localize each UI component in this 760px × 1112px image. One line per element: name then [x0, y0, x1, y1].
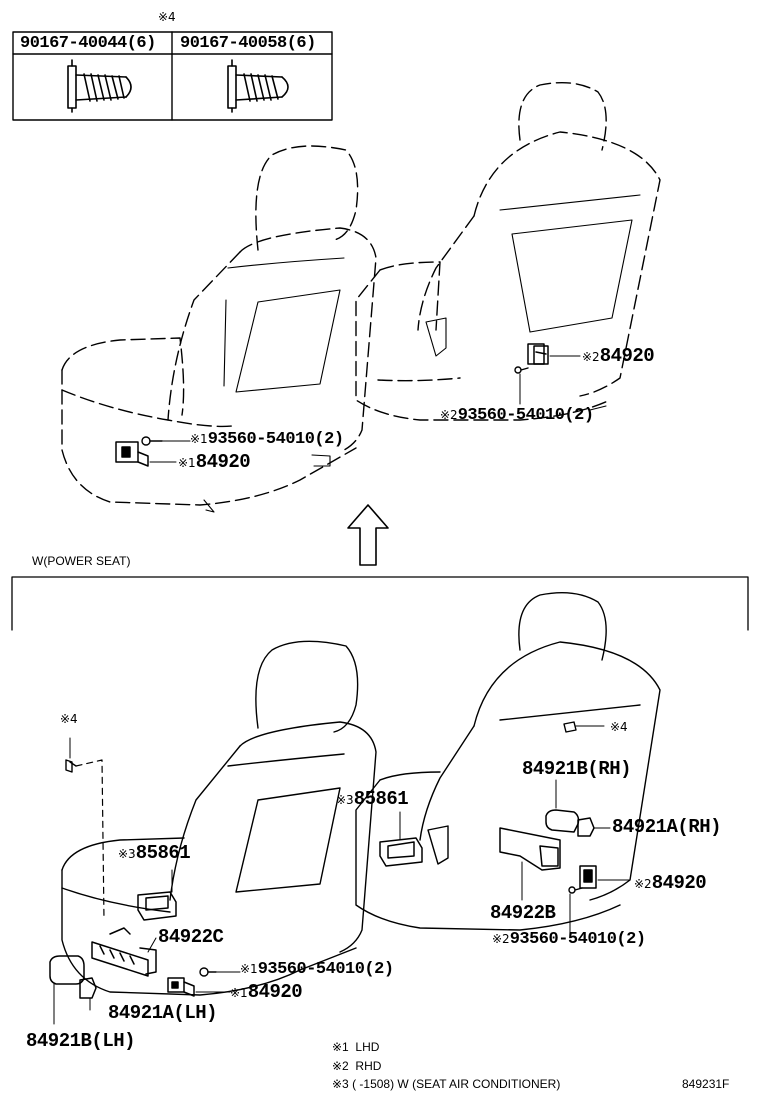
bottom-label-84922b: 84922B — [490, 902, 556, 924]
bottom-label-84921b-lh: 84921B(LH) — [26, 1030, 136, 1052]
marker: ※1 — [230, 986, 248, 1000]
fastener-header-2: 90167-40058(6) — [180, 34, 316, 53]
screw-90167-40044-icon — [67, 59, 132, 113]
part-number: 93560-54010(2) — [509, 930, 646, 949]
bottom-label-84922c: 84922C — [158, 926, 224, 948]
marker: ※2 — [440, 408, 458, 422]
bottom-screw-rh-icon — [568, 886, 583, 937]
legend-item-1: ※1 LHD — [332, 1040, 379, 1054]
legend-text: ( -1508) W (SEAT AIR CONDITIONER) — [352, 1077, 561, 1091]
bottom-label-84920-lh: ※184920 — [230, 981, 303, 1003]
part-number: 85861 — [135, 842, 191, 864]
legend-marker: ※2 — [332, 1059, 349, 1073]
top-screw-rh-icon — [514, 366, 529, 374]
top-seat-left-outline — [61, 145, 377, 506]
bottom-label-85861-left: ※385861 — [118, 842, 191, 864]
bottom-knob-84921a-rh-icon — [577, 817, 611, 837]
part-number: 85861 — [353, 788, 409, 810]
figure-id: 849231F — [682, 1077, 730, 1091]
bottom-bracket-84922b-icon — [499, 827, 561, 901]
fastener-table-marker: ※4 — [158, 10, 176, 24]
marker: ※1 — [178, 456, 196, 470]
bottom-switch-84920-rh-icon — [579, 865, 631, 889]
top-screw-lh-icon — [141, 436, 163, 446]
bottom-screw-right-icon — [563, 721, 605, 733]
bottom-label-screw-left: ※4 — [60, 712, 78, 726]
part-number: 84920 — [247, 981, 303, 1003]
bottom-bracket-84922c-icon — [91, 927, 157, 977]
part-number: 84920 — [599, 345, 655, 367]
bottom-label-93560-rh: ※293560-54010(2) — [492, 930, 646, 949]
marker: ※3 — [118, 847, 136, 861]
part-number: 93560-54010(2) — [457, 406, 594, 425]
marker: ※2 — [582, 350, 600, 364]
legend-text: RHD — [355, 1059, 382, 1073]
legend-text: LHD — [355, 1040, 380, 1054]
marker: ※1 — [190, 432, 208, 446]
bottom-label-screw-right: ※4 — [610, 720, 628, 734]
legend-marker: ※3 — [332, 1077, 349, 1091]
section-title: W(POWER SEAT) — [32, 554, 131, 568]
bottom-blower-85861-left-icon — [137, 869, 177, 921]
bottom-seat-right-outline — [355, 592, 661, 931]
bottom-knob-84921a-lh-icon — [79, 977, 97, 1011]
screw-90167-40058-icon — [227, 59, 289, 113]
bottom-label-85861-right: ※385861 — [336, 788, 409, 810]
power-seat-section-frame — [11, 576, 749, 631]
bottom-label-84921a-rh: 84921A(RH) — [612, 816, 722, 838]
marker: ※2 — [492, 932, 510, 946]
bottom-label-84921a-lh: 84921A(LH) — [108, 1002, 218, 1024]
marker: ※2 — [634, 877, 652, 891]
up-arrow-icon — [347, 504, 389, 566]
bottom-label-84920-rh: ※284920 — [634, 872, 707, 894]
top-switch-84920-lh-icon — [115, 441, 149, 467]
part-number: 93560-54010(2) — [207, 430, 344, 449]
marker: ※3 — [336, 793, 354, 807]
part-number: 93560-54010(2) — [257, 960, 394, 979]
legend-marker: ※1 — [332, 1040, 349, 1054]
bottom-knob-84921b-rh-icon — [545, 779, 580, 833]
top-seat-right-outline — [355, 82, 661, 421]
legend-item-2: ※2 RHD — [332, 1059, 381, 1073]
top-label-93560-rh: ※293560-54010(2) — [440, 406, 594, 425]
bottom-label-84921b-rh: 84921B(RH) — [522, 758, 632, 780]
top-label-84920-rh: ※284920 — [582, 345, 655, 367]
bottom-switch-84920-lh-icon — [167, 977, 195, 997]
fastener-header-1: 90167-40044(6) — [20, 34, 156, 53]
bottom-screw-lh-icon — [199, 967, 217, 977]
legend-item-3: ※3 ( -1508) W (SEAT AIR CONDITIONER) — [332, 1077, 560, 1091]
bottom-label-93560-lh: ※193560-54010(2) — [240, 960, 394, 979]
top-switch-84920-rh-icon — [527, 343, 549, 365]
bottom-screw-left-icon — [65, 737, 77, 773]
top-seat-left-detail — [203, 257, 345, 513]
marker: ※1 — [240, 962, 258, 976]
part-number: 84920 — [195, 451, 251, 473]
top-label-84920-lh: ※184920 — [178, 451, 251, 473]
part-number: 84920 — [651, 872, 707, 894]
bottom-blower-85861-right-icon — [379, 811, 423, 867]
top-seat-right-detail — [425, 194, 641, 411]
screw-leader-dashed — [75, 759, 105, 921]
bottom-knob-84921b-lh-icon — [49, 955, 85, 1025]
top-label-93560-lh: ※193560-54010(2) — [190, 430, 344, 449]
fastener-table-frame — [12, 31, 333, 121]
